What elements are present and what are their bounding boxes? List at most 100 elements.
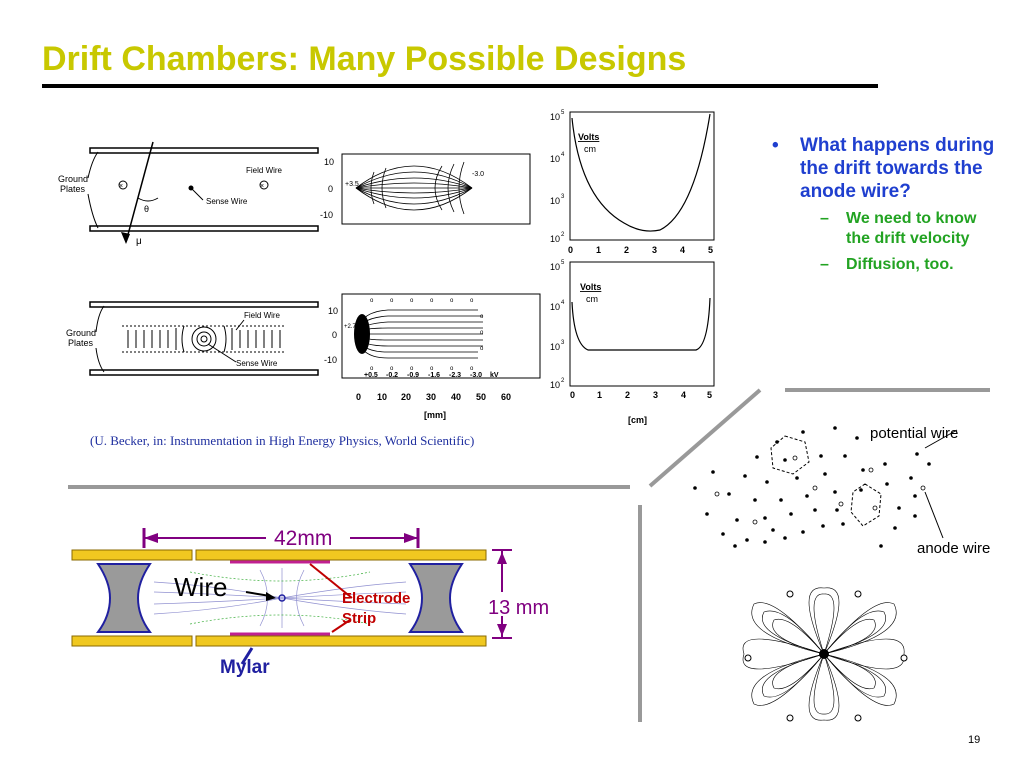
svg-text:Volts: Volts bbox=[578, 132, 599, 142]
svg-text:60: 60 bbox=[501, 392, 511, 402]
svg-text:0: 0 bbox=[328, 184, 333, 194]
svg-text:+3.5: +3.5 bbox=[345, 181, 359, 188]
svg-text:μ: μ bbox=[136, 236, 142, 247]
svg-text:o: o bbox=[480, 314, 484, 320]
strip-chamber-diagram: 42mm Wire Electrode Strip 13 mm Mylar bbox=[71, 525, 564, 678]
svg-text:o: o bbox=[450, 298, 454, 304]
width-label: 42mm bbox=[274, 527, 332, 550]
svg-text:10: 10 bbox=[550, 380, 560, 390]
svg-text:Volts: Volts bbox=[580, 282, 601, 292]
svg-text:10: 10 bbox=[550, 234, 560, 244]
svg-text:0: 0 bbox=[356, 392, 361, 402]
svg-text:10: 10 bbox=[550, 112, 560, 122]
svg-text:10: 10 bbox=[550, 196, 560, 206]
sub-bullet-item: We need to know the drift velocity bbox=[772, 209, 1002, 249]
svg-text:-0.2: -0.2 bbox=[386, 372, 398, 379]
svg-text:2: 2 bbox=[625, 390, 630, 400]
svg-text:4: 4 bbox=[561, 300, 565, 306]
svg-text:10: 10 bbox=[550, 154, 560, 164]
svg-text:o: o bbox=[390, 366, 394, 372]
svg-text:4: 4 bbox=[681, 390, 686, 400]
field-line-diagram bbox=[742, 587, 908, 722]
svg-text:4: 4 bbox=[680, 245, 685, 255]
svg-text:2: 2 bbox=[561, 378, 565, 384]
svg-text:10: 10 bbox=[377, 392, 387, 402]
svg-text:2: 2 bbox=[624, 245, 629, 255]
page-number: 19 bbox=[968, 734, 981, 746]
svg-text:θ: θ bbox=[144, 204, 149, 214]
svg-text:1: 1 bbox=[597, 390, 602, 400]
svg-text:+0.5: +0.5 bbox=[364, 372, 378, 379]
svg-text:×: × bbox=[119, 183, 123, 190]
svg-text:o: o bbox=[470, 298, 474, 304]
svg-text:o: o bbox=[450, 366, 454, 372]
bullet-list: What happens during the drift towards th… bbox=[772, 134, 1002, 275]
svg-text:-3.0: -3.0 bbox=[470, 372, 482, 379]
svg-text:o: o bbox=[370, 298, 374, 304]
svg-text:20: 20 bbox=[401, 392, 411, 402]
hex-cell-diagram: potential wire anode wire bbox=[693, 425, 990, 557]
svg-text:kV: kV bbox=[490, 372, 499, 379]
ground-plates-label: Ground bbox=[58, 174, 88, 184]
svg-text:[mm]: [mm] bbox=[424, 410, 446, 420]
svg-text:-0.9: -0.9 bbox=[407, 372, 419, 379]
field-plot-top: 10 0 -10 +3.5 -3.0 bbox=[320, 153, 531, 225]
svg-text:5: 5 bbox=[708, 245, 713, 255]
svg-text:o: o bbox=[390, 298, 394, 304]
svg-text:5: 5 bbox=[561, 260, 565, 266]
svg-text:2: 2 bbox=[561, 232, 565, 238]
svg-text:[cm]: [cm] bbox=[628, 415, 647, 425]
potential-wire-label: potential wire bbox=[870, 425, 958, 442]
anode-wire-label: anode wire bbox=[917, 540, 990, 557]
svg-text:cm: cm bbox=[586, 294, 598, 304]
svg-text:10: 10 bbox=[324, 157, 334, 167]
svg-text:3: 3 bbox=[561, 194, 565, 200]
svg-text:5: 5 bbox=[707, 390, 712, 400]
svg-text:×: × bbox=[260, 183, 264, 190]
svg-text:3: 3 bbox=[561, 340, 565, 346]
sub-bullet-item: Diffusion, too. bbox=[772, 255, 1002, 275]
wire-label: Wire bbox=[174, 572, 227, 602]
svg-text:Plates: Plates bbox=[68, 338, 94, 348]
svg-text:30: 30 bbox=[426, 392, 436, 402]
height-label: 13 mm bbox=[488, 597, 549, 619]
svg-text:o: o bbox=[470, 366, 474, 372]
svg-text:0: 0 bbox=[570, 390, 575, 400]
divider-diagonal bbox=[648, 388, 762, 488]
muon-track bbox=[125, 141, 154, 243]
field-wire-label: Field Wire bbox=[246, 166, 283, 175]
svg-text:Strip: Strip bbox=[342, 610, 376, 627]
svg-text:o: o bbox=[410, 366, 414, 372]
svg-text:o: o bbox=[430, 298, 434, 304]
svg-text:3: 3 bbox=[653, 390, 658, 400]
svg-text:-3.0: -3.0 bbox=[472, 171, 484, 178]
figure-citation: (U. Becker, in: Instrumentation in High … bbox=[90, 433, 475, 448]
svg-text:1: 1 bbox=[596, 245, 601, 255]
svg-text:-10: -10 bbox=[320, 210, 333, 220]
svg-text:3: 3 bbox=[652, 245, 657, 255]
svg-text:Plates: Plates bbox=[60, 184, 86, 194]
slide-title: Drift Chambers: Many Possible Designs bbox=[42, 40, 687, 78]
sense-wire-label: Sense Wire bbox=[236, 359, 278, 368]
svg-text:40: 40 bbox=[451, 392, 461, 402]
svg-text:0: 0 bbox=[568, 245, 573, 255]
svg-text:+2.7: +2.7 bbox=[344, 324, 357, 330]
svg-text:10: 10 bbox=[328, 306, 338, 316]
svg-text:o: o bbox=[430, 366, 434, 372]
title-underline bbox=[42, 84, 878, 88]
svg-text:5: 5 bbox=[561, 110, 565, 116]
sense-wire-label: Sense Wire bbox=[206, 197, 248, 206]
svg-text:o: o bbox=[410, 298, 414, 304]
chamber-diagram-bottom: Ground Plates Field Wire Sense Wire bbox=[66, 301, 319, 376]
svg-text:-1.6: -1.6 bbox=[428, 372, 440, 379]
svg-text:10: 10 bbox=[550, 262, 560, 272]
bullet-item: What happens during the drift towards th… bbox=[772, 134, 1002, 203]
svg-text:o: o bbox=[480, 346, 484, 352]
svg-text:10: 10 bbox=[550, 302, 560, 312]
electrode-strip-label: Electrode bbox=[342, 590, 410, 607]
svg-text:50: 50 bbox=[476, 392, 486, 402]
